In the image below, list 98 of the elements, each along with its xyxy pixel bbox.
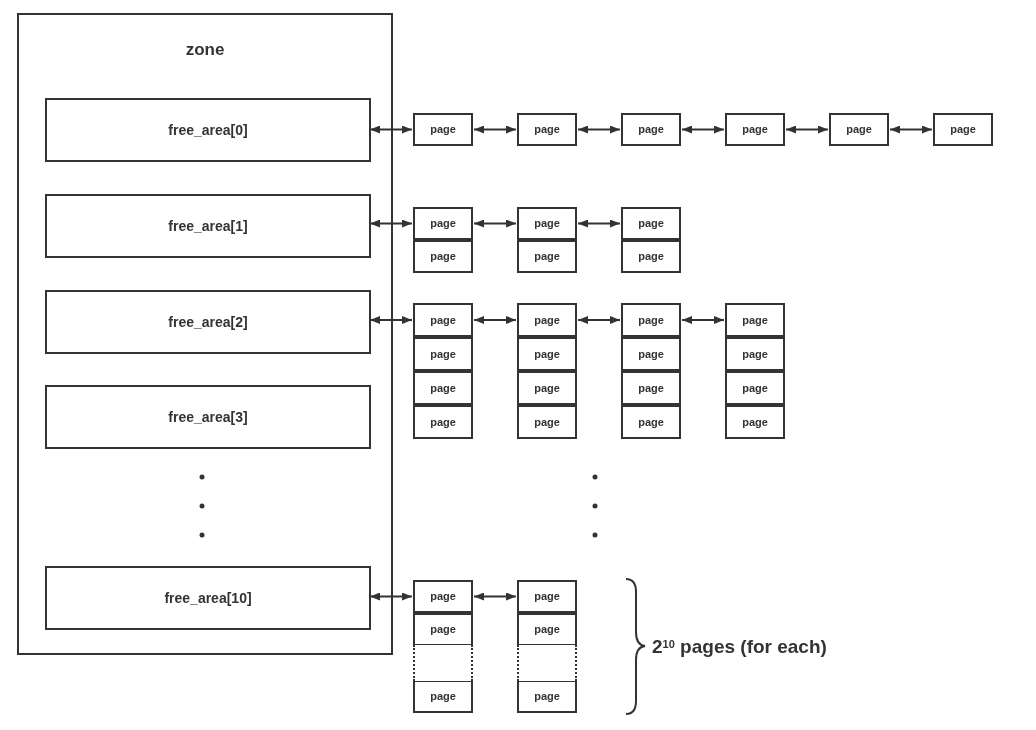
- page-box: [517, 113, 577, 146]
- node-label: page: [950, 122, 976, 138]
- node-label: page: [534, 589, 560, 605]
- node-label: page: [430, 589, 456, 605]
- page-box: [413, 680, 473, 713]
- zone-title: zone: [185, 39, 225, 61]
- double-arrow: [889, 125, 933, 134]
- node-label: page: [742, 122, 768, 138]
- node-label: page: [742, 414, 768, 430]
- page-box: [621, 303, 681, 337]
- node-label: page: [430, 689, 456, 705]
- page-box: [413, 580, 473, 613]
- page-box: [725, 337, 785, 371]
- node-label: page: [638, 216, 664, 232]
- page-box: [621, 113, 681, 146]
- page-box: [621, 405, 681, 439]
- node-label: page: [742, 380, 768, 396]
- page-box: [933, 113, 993, 146]
- page-box: [413, 613, 473, 646]
- page-box: [725, 303, 785, 337]
- double-arrow: [681, 316, 725, 324]
- node-label: page: [534, 414, 560, 430]
- page-box: [725, 371, 785, 405]
- double-arrow: [369, 219, 413, 228]
- page-box: [413, 303, 473, 337]
- page-box: [413, 207, 473, 240]
- page-box: [517, 580, 577, 613]
- page-box: [413, 113, 473, 146]
- node-label: page: [534, 689, 560, 705]
- page-box: [621, 337, 681, 371]
- brace-label: 2$^{10}$ pages (for each): [652, 635, 827, 659]
- double-arrow: [577, 125, 621, 134]
- node-label: free_area[1]: [168, 216, 248, 236]
- node-label: page: [430, 622, 456, 638]
- page-box: [413, 337, 473, 371]
- double-arrow: [473, 219, 517, 228]
- node-label: page: [638, 380, 664, 396]
- double-arrow: [473, 592, 517, 601]
- node-label: page: [534, 122, 560, 138]
- node-label: free_area[10]: [164, 588, 252, 608]
- node-label: page: [846, 122, 872, 138]
- node-label: page: [638, 312, 664, 328]
- page-box: [517, 613, 577, 646]
- node-label: page: [742, 312, 768, 328]
- free-area-box: [45, 385, 371, 449]
- dotted-gap-box: [413, 645, 473, 681]
- double-arrow: [473, 125, 517, 134]
- page-box: [725, 113, 785, 146]
- node-label: page: [430, 249, 456, 265]
- page-box: [829, 113, 889, 146]
- free-area-box: [45, 566, 371, 630]
- double-arrow: [369, 592, 413, 601]
- page-box: [517, 405, 577, 439]
- page-box: [725, 405, 785, 439]
- node-label: page: [534, 622, 560, 638]
- node-label: page: [430, 380, 456, 396]
- dotted-gap-box: [517, 645, 577, 681]
- page-box: [621, 371, 681, 405]
- page-box: [517, 680, 577, 713]
- node-label: page: [534, 380, 560, 396]
- page-box: [621, 207, 681, 240]
- double-arrow: [577, 316, 621, 324]
- double-arrow: [369, 125, 413, 134]
- node-label: page: [534, 312, 560, 328]
- node-label: page: [534, 216, 560, 232]
- node-label: page: [638, 414, 664, 430]
- double-arrow: [681, 125, 725, 134]
- page-box: [413, 405, 473, 439]
- node-label: page: [430, 346, 456, 362]
- node-label: page: [742, 346, 768, 362]
- node-label: page: [430, 216, 456, 232]
- double-arrow: [785, 125, 829, 134]
- node-label: free_area[3]: [168, 407, 248, 427]
- page-box: [517, 337, 577, 371]
- zone-container: [17, 13, 393, 655]
- node-label: page: [534, 346, 560, 362]
- node-label: free_area[2]: [168, 312, 248, 332]
- page-box: [413, 240, 473, 273]
- free-area-box: [45, 98, 371, 162]
- node-label: page: [430, 122, 456, 138]
- node-label: page: [534, 249, 560, 265]
- node-label: page: [638, 249, 664, 265]
- page-box: [517, 303, 577, 337]
- page-box: [621, 240, 681, 273]
- node-label: free_area[0]: [168, 120, 248, 140]
- page-box: [517, 207, 577, 240]
- page-box: [517, 240, 577, 273]
- node-label: page: [430, 312, 456, 328]
- page-box: [413, 371, 473, 405]
- node-label: page: [638, 346, 664, 362]
- double-arrow: [473, 316, 517, 324]
- double-arrow: [369, 316, 413, 324]
- page-box: [517, 371, 577, 405]
- node-label: page: [638, 122, 664, 138]
- free-area-box: [45, 194, 371, 258]
- free-area-box: [45, 290, 371, 354]
- double-arrow: [577, 219, 621, 228]
- node-label: page: [430, 414, 456, 430]
